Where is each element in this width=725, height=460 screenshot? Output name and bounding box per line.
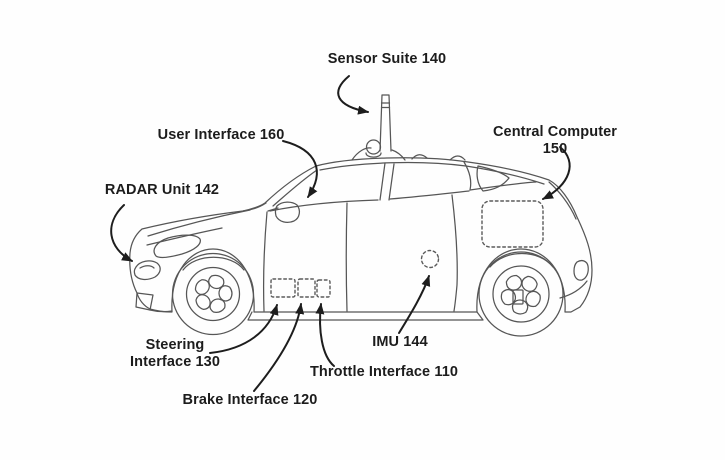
label-radar-unit: RADAR Unit 142 [104, 182, 220, 198]
label-throttle-interface: Throttle Interface 110 [309, 364, 459, 380]
label-sensor-suite: Sensor Suite 140 [327, 51, 447, 67]
b-pillar [379, 162, 395, 201]
tail-light [573, 260, 589, 281]
side-mirror [274, 201, 301, 223]
arrow-steering-interface [209, 304, 279, 354]
bumper-corner [135, 292, 154, 311]
headlight [153, 234, 201, 259]
callout-arrows [110, 75, 571, 392]
front-lower-lamp [133, 260, 161, 281]
label-imu: IMU 144 [372, 334, 428, 350]
body-outline [129, 157, 593, 313]
label-steering-interface: Steering Interface 130 [130, 337, 220, 370]
mast [379, 94, 392, 152]
brake-interface-box [297, 278, 316, 298]
arrow-brake-interface [253, 303, 305, 392]
arrow-throttle-interface [315, 303, 335, 367]
arrow-sensor-suite [337, 75, 369, 115]
roof-bump [411, 154, 428, 160]
arrow-radar-unit [110, 204, 133, 262]
rocker-sill [247, 311, 484, 321]
imu-marker [420, 249, 440, 269]
roof-bump [449, 155, 466, 161]
hub-detail [512, 289, 524, 305]
label-brake-interface: Brake Interface 120 [182, 392, 318, 408]
rear-wheel [478, 251, 564, 337]
throttle-interface-box [316, 279, 331, 298]
car-body [129, 157, 593, 321]
central-computer-box [481, 200, 544, 248]
label-user-interface: User Interface 160 [157, 127, 285, 143]
arrow-user-interface [282, 140, 318, 198]
front-wheel [171, 252, 255, 336]
label-central-computer: Central Computer 150 [492, 124, 618, 157]
dashed-components [270, 200, 544, 298]
gps-dome [365, 139, 382, 155]
arrow-imu [398, 275, 431, 334]
steering-interface-box [270, 278, 296, 298]
arrow-central-computer [542, 146, 571, 200]
roof-sensor-mast [351, 94, 466, 161]
